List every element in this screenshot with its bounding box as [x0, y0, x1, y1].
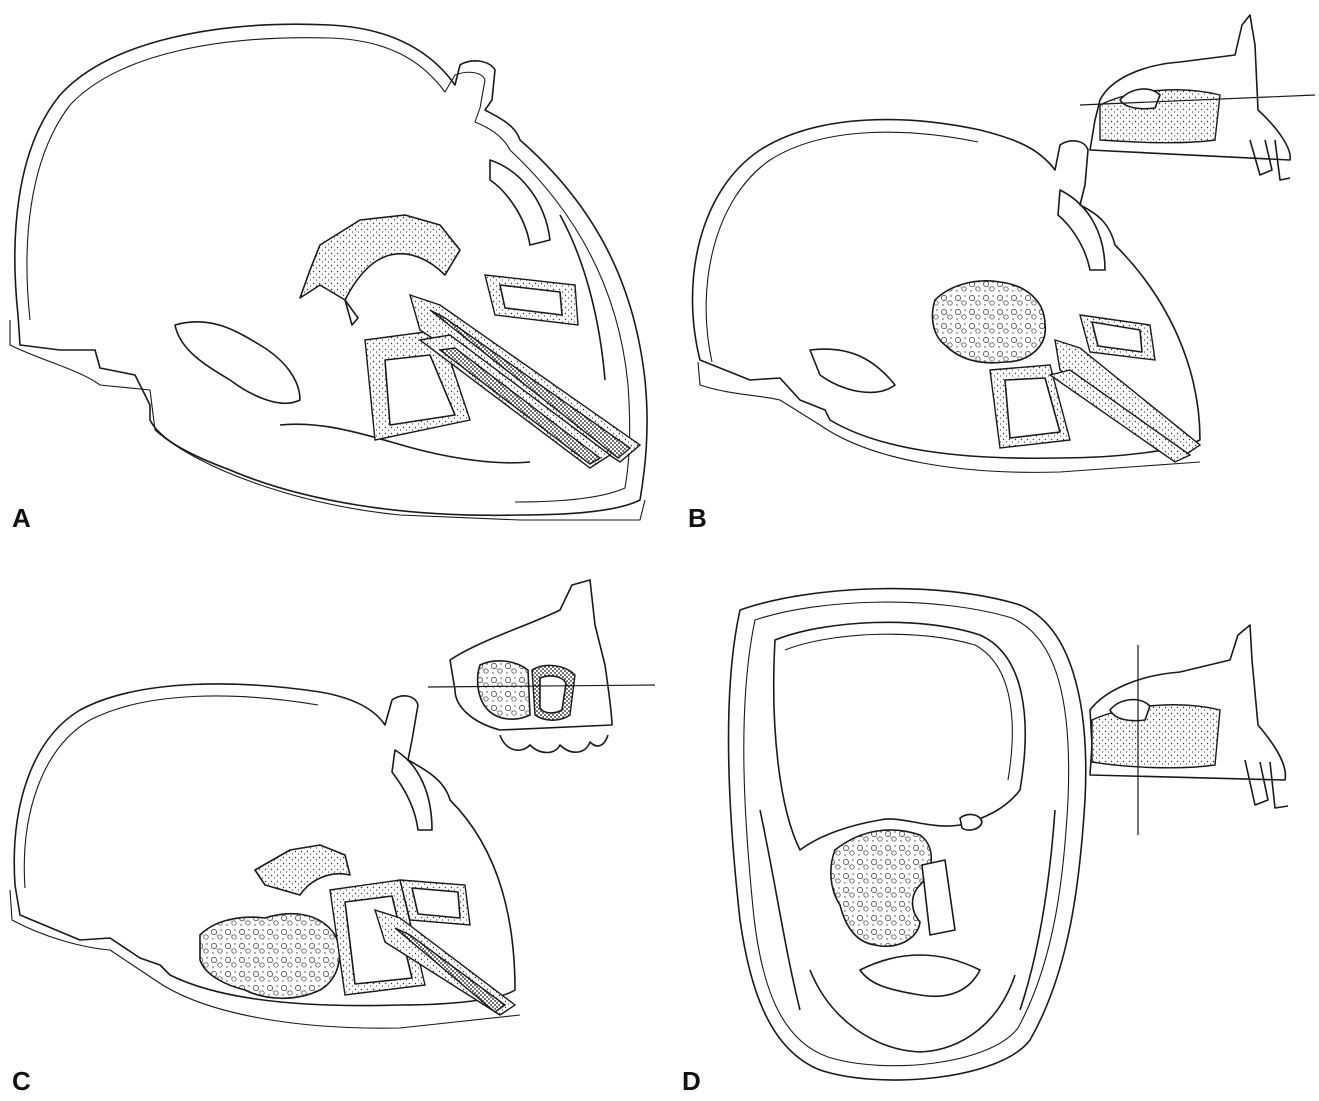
maxilla-inset-c [0, 550, 660, 1101]
nasal-inset-d [660, 550, 1319, 1101]
skull-sagittal-section-a [0, 0, 660, 540]
nasal-inset-b [660, 0, 1319, 540]
panel-label-a: A [12, 505, 31, 531]
panel-c: C [0, 550, 660, 1101]
panel-label-b: B [688, 505, 707, 531]
panel-d: D [660, 550, 1319, 1101]
panel-label-c: C [12, 1068, 31, 1094]
panel-a: A [0, 0, 660, 540]
panel-label-d: D [682, 1068, 701, 1094]
panel-b: B [660, 0, 1319, 540]
